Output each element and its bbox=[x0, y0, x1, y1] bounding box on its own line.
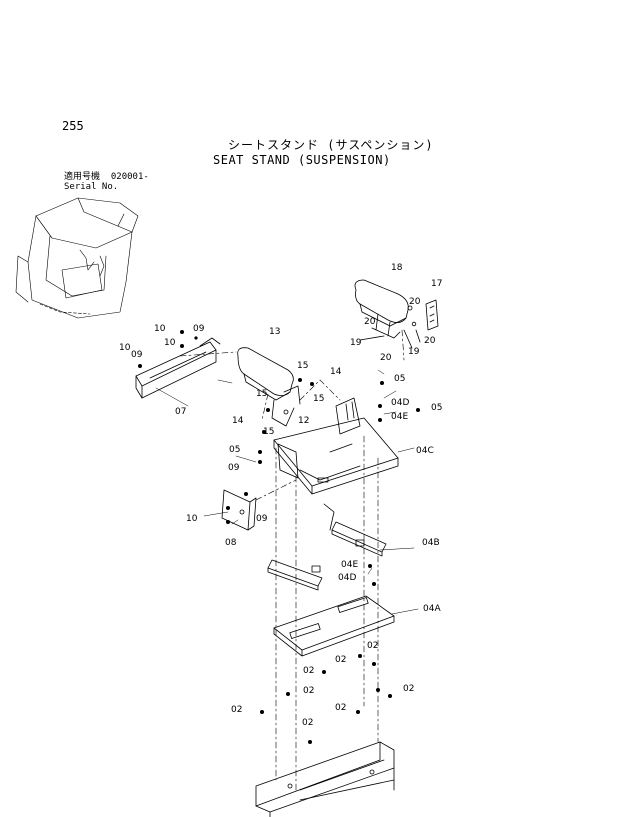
callout-05: 05 bbox=[431, 403, 443, 413]
callout-15: 15 bbox=[263, 427, 275, 437]
bracket-08 bbox=[221, 489, 257, 531]
callout-19: 19 bbox=[350, 338, 362, 348]
callout-10: 10 bbox=[119, 343, 131, 353]
slide-rail-07 bbox=[135, 337, 221, 399]
callout-09: 09 bbox=[256, 514, 268, 524]
callout-02: 02 bbox=[335, 655, 347, 665]
callout-15: 15 bbox=[297, 361, 309, 371]
callout-04A: 04A bbox=[423, 604, 441, 614]
callout-14: 14 bbox=[330, 367, 342, 377]
callout-04C: 04C bbox=[416, 446, 434, 456]
machine-locator-sketch bbox=[15, 197, 139, 319]
callout-04E: 04E bbox=[391, 412, 409, 422]
callout-09: 09 bbox=[193, 324, 205, 334]
callout-05: 05 bbox=[229, 445, 241, 455]
callout-15: 15 bbox=[256, 389, 268, 399]
callout-20: 20 bbox=[424, 336, 436, 346]
serial-jp-label: 適用号機 bbox=[64, 172, 101, 182]
callout-leaders bbox=[155, 369, 419, 615]
callout-09: 09 bbox=[228, 463, 240, 473]
page-number: 255 bbox=[62, 119, 84, 133]
diagram-title-english: SEAT STAND (SUSPENSION) bbox=[213, 153, 391, 167]
callout-10: 10 bbox=[186, 514, 198, 524]
callout-04D: 04D bbox=[338, 573, 357, 583]
callout-02: 02 bbox=[231, 705, 243, 715]
base-frame bbox=[255, 741, 395, 817]
callout-20: 20 bbox=[364, 317, 376, 327]
callout-19: 19 bbox=[408, 347, 420, 357]
callout-15: 15 bbox=[313, 394, 325, 404]
serial-block: 適用号機 020001- Serial No. bbox=[64, 172, 149, 192]
callout-09: 09 bbox=[131, 350, 143, 360]
callout-20: 20 bbox=[409, 297, 421, 307]
callout-18: 18 bbox=[391, 263, 403, 273]
callout-14: 14 bbox=[232, 416, 244, 426]
serial-en-label: Serial No. bbox=[64, 182, 119, 192]
callout-04D: 04D bbox=[391, 398, 410, 408]
callout-05: 05 bbox=[394, 374, 406, 384]
callout-02: 02 bbox=[303, 686, 315, 696]
armrest-left bbox=[237, 347, 301, 427]
callout-10: 10 bbox=[154, 324, 166, 334]
callout-17: 17 bbox=[431, 279, 443, 289]
callout-08: 08 bbox=[225, 538, 237, 548]
base-plate-04A bbox=[273, 595, 395, 657]
callout-07: 07 bbox=[175, 407, 187, 417]
callout-02: 02 bbox=[367, 641, 379, 651]
assembly-leader-lines bbox=[179, 329, 405, 791]
fastener-symbols bbox=[138, 330, 420, 744]
callout-13: 13 bbox=[269, 327, 281, 337]
armrest-right bbox=[354, 279, 439, 349]
callout-12: 12 bbox=[298, 416, 310, 426]
slide-rails-04B bbox=[267, 503, 387, 591]
callout-02: 02 bbox=[403, 684, 415, 694]
callout-02: 02 bbox=[303, 666, 315, 676]
seat-frame-04C bbox=[273, 397, 399, 495]
callout-04B: 04B bbox=[422, 538, 440, 548]
callout-02: 02 bbox=[335, 703, 347, 713]
diagram-title-japanese: シートスタンド (サスペンション) bbox=[228, 138, 434, 152]
serial-value: 020001- bbox=[110, 172, 149, 182]
callout-04E: 04E bbox=[341, 560, 359, 570]
callout-10: 10 bbox=[164, 338, 176, 348]
callout-02: 02 bbox=[302, 718, 314, 728]
callout-20: 20 bbox=[380, 353, 392, 363]
